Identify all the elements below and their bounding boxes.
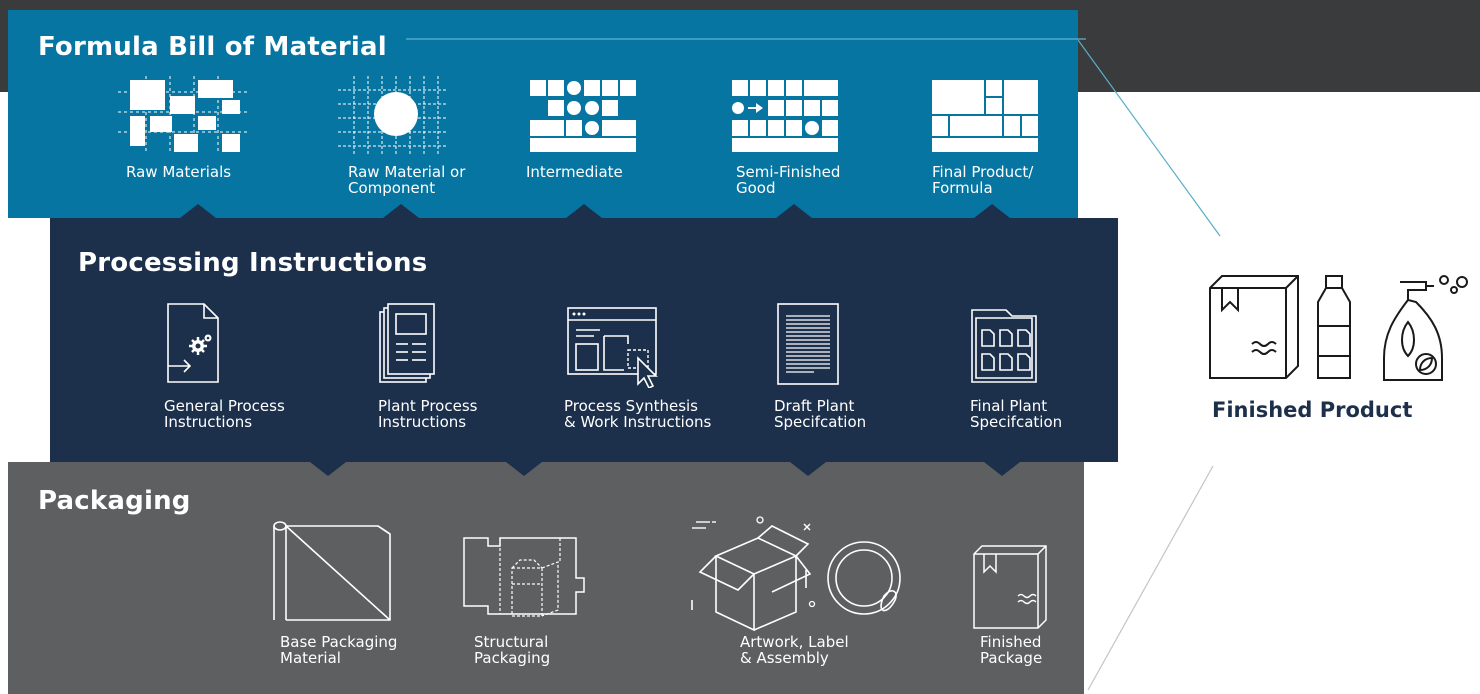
spray-bottle-icon	[1383, 275, 1468, 381]
formula-item-label: Intermediate	[526, 163, 623, 181]
lined-document-icon	[777, 303, 839, 385]
formula-item-label: Good	[736, 179, 776, 197]
gear-document-icon	[167, 303, 219, 383]
flow-notch	[974, 204, 1010, 218]
box-sticker-icon	[691, 516, 901, 632]
flow-notch	[310, 462, 346, 476]
intermediate-grid-icon	[530, 80, 636, 152]
paper-roll-icon	[273, 521, 391, 621]
formula-item-label: Raw Material or	[348, 163, 466, 181]
flow-notch	[383, 204, 419, 218]
packaging-item-label: Base Packaging	[280, 633, 398, 651]
packaging-item-label: Finished	[980, 633, 1042, 651]
flow-notch	[506, 462, 542, 476]
processing-item-label: Instructions	[164, 413, 253, 431]
finished-product-title: Finished Product	[1212, 398, 1413, 422]
package-icon	[1209, 275, 1299, 379]
formula-item-label: Final Product/	[932, 163, 1034, 181]
flow-notch	[566, 204, 602, 218]
formula-title-rule	[406, 38, 1086, 40]
formula-item-label: Raw Materials	[126, 163, 232, 181]
formula-item-label: Formula	[932, 179, 993, 197]
processing-item-label: Specifcation	[774, 413, 867, 431]
packaging-item-label: Structural	[474, 633, 549, 651]
packaging-panel: Packaging Base Packaging Material	[8, 462, 1084, 694]
finished-product-group: Finished Product	[1200, 268, 1480, 428]
processing-item-label: General Process	[164, 397, 285, 415]
packaging-panel-title: Packaging	[38, 486, 191, 516]
processing-panel-title: Processing Instructions	[78, 248, 428, 278]
flow-notch	[776, 204, 812, 218]
formula-bill-of-material-panel: Formula Bill of Material Raw Materials	[8, 10, 1086, 218]
processing-instructions-panel: Processing Instructions General Process …	[50, 218, 1118, 476]
formula-panel-title: Formula Bill of Material	[38, 32, 387, 62]
packaging-item-label: Material	[280, 649, 341, 667]
connector-line-top	[1077, 39, 1221, 237]
flow-notch	[180, 204, 216, 218]
packaging-item-label: & Assembly	[740, 649, 829, 667]
stacked-documents-icon	[379, 303, 435, 383]
processing-item-label: Draft Plant	[774, 397, 855, 415]
processing-item-label: Process Synthesis	[564, 397, 698, 415]
final-product-grid-icon	[932, 80, 1038, 152]
packaging-item-label: Artwork, Label	[740, 633, 849, 651]
packaging-item-label: Package	[980, 649, 1043, 667]
semi-finished-grid-icon	[732, 80, 838, 152]
box-dieline-icon	[463, 537, 585, 617]
package-icon	[973, 545, 1047, 629]
processing-item-label: Instructions	[378, 413, 467, 431]
formula-item-label: Semi-Finished	[736, 163, 841, 181]
processing-item-label: Final Plant	[970, 397, 1048, 415]
folder-documents-icon	[971, 309, 1037, 383]
processing-item-label: & Work Instructions	[564, 413, 712, 431]
component-grid-icon	[338, 76, 448, 154]
packaging-item-label: Packaging	[474, 649, 551, 667]
window-cursor-icon	[567, 307, 658, 388]
flow-notch	[790, 462, 826, 476]
flow-notch	[984, 462, 1020, 476]
processing-item-label: Plant Process	[378, 397, 478, 415]
processing-item-label: Specifcation	[970, 413, 1063, 431]
bottle-icon	[1317, 275, 1351, 379]
connector-line-bottom	[1087, 465, 1214, 691]
formula-item-label: Component	[348, 179, 436, 197]
raw-materials-grid-icon	[118, 76, 248, 154]
